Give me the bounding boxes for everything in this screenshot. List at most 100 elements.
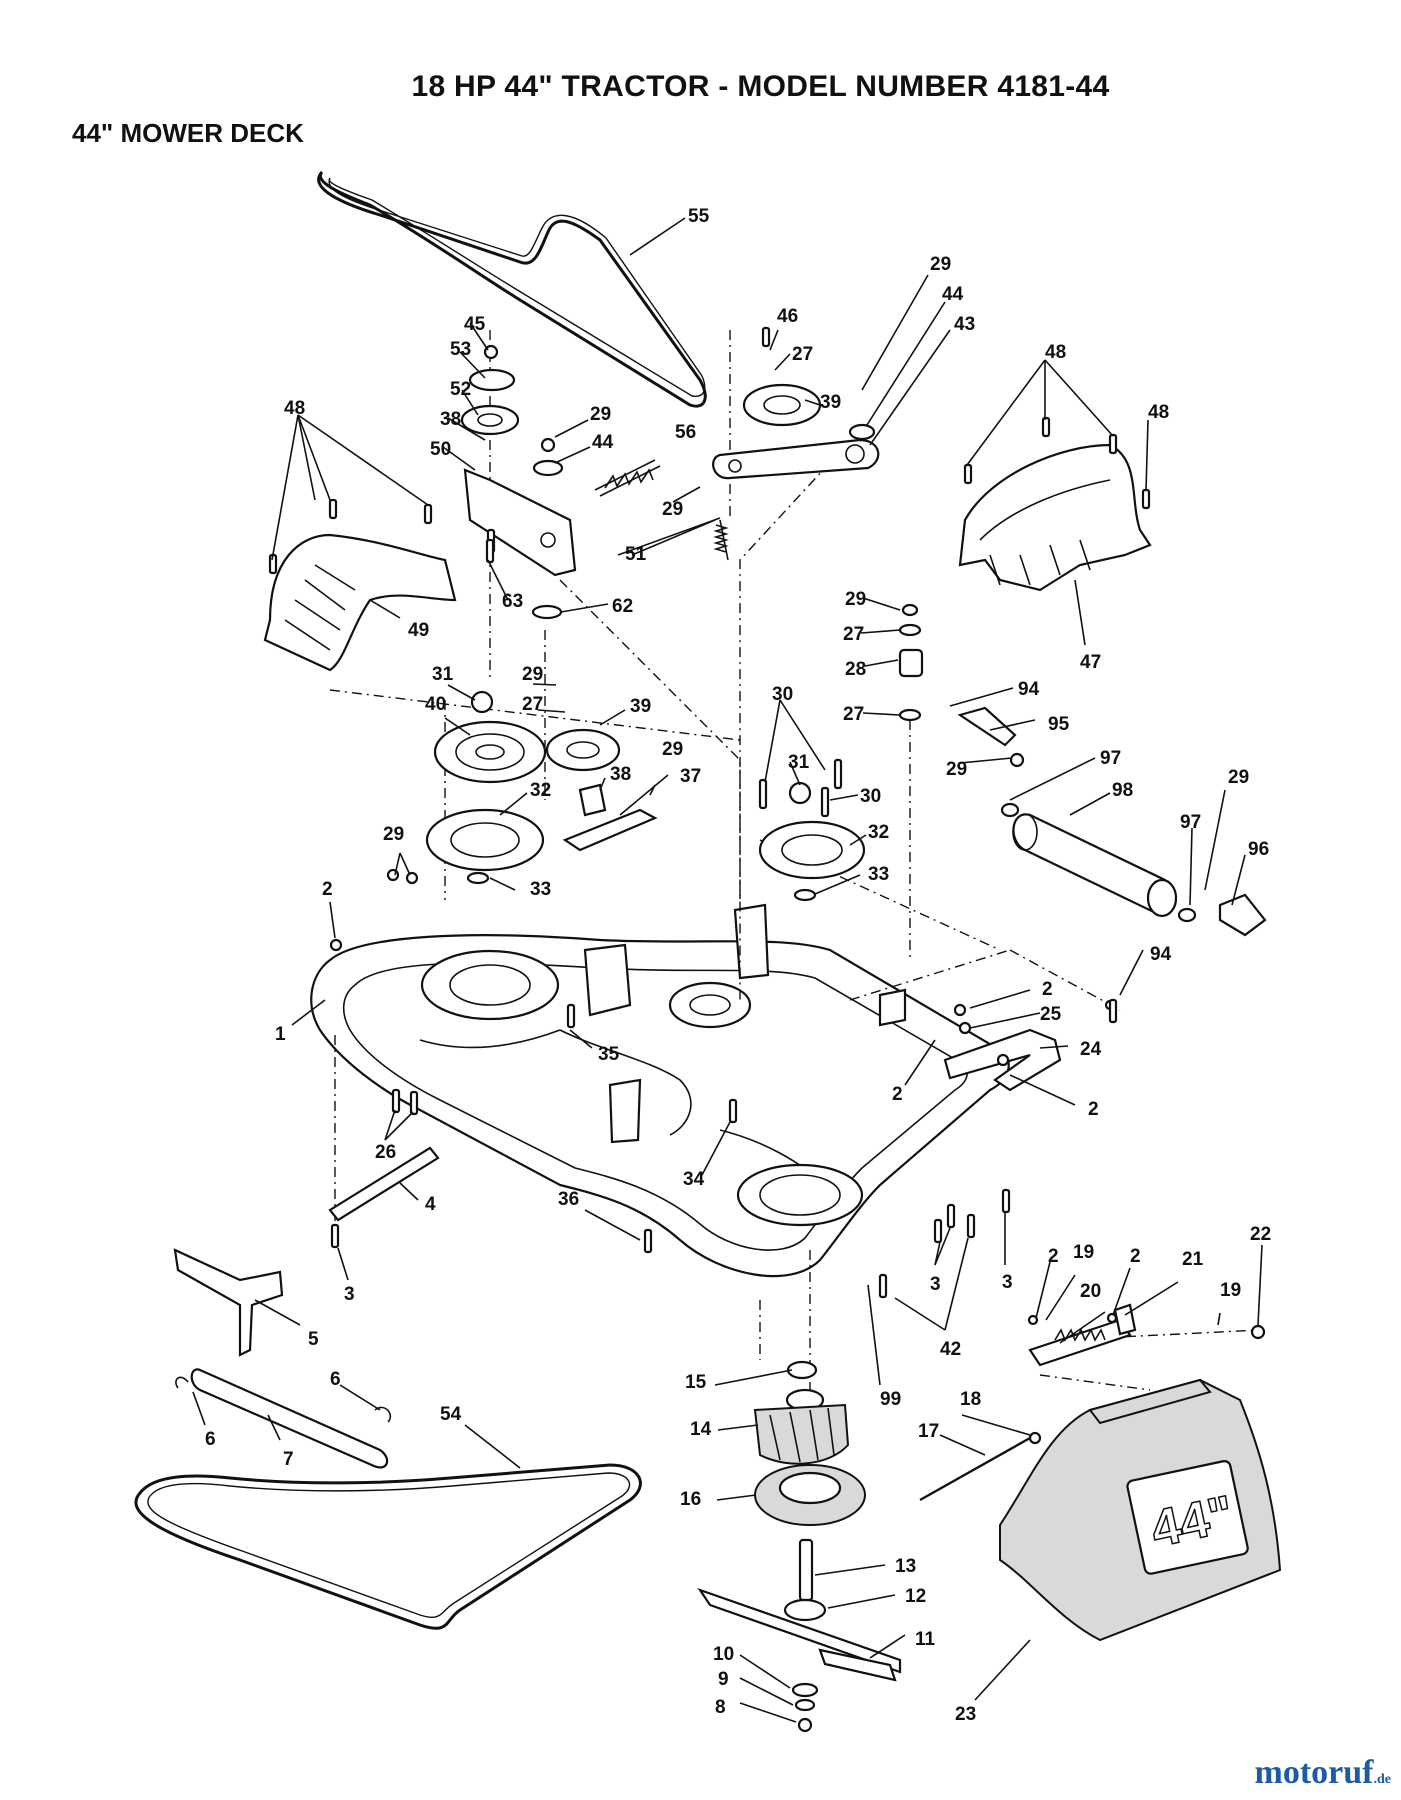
discharge-chute-23: 44"	[999, 1378, 1282, 1642]
callout-c62: 62	[612, 596, 633, 617]
callout-c27c: 27	[843, 704, 864, 725]
callout-c99: 99	[880, 1389, 901, 1410]
watermark-suffix: .de	[1373, 1772, 1392, 1787]
idler-arm-43	[712, 438, 880, 480]
callout-c49: 49	[408, 620, 429, 641]
callout-c3b: 3	[930, 1274, 941, 1295]
callout-c47: 47	[1080, 652, 1101, 673]
hinge-bracket-20	[1028, 1303, 1137, 1367]
bracket-5	[173, 1248, 284, 1357]
callout-c48a: 48	[284, 398, 305, 419]
callout-c38b: 38	[610, 764, 631, 785]
callout-c37: 37	[680, 766, 701, 787]
callout-c31b: 31	[788, 752, 810, 773]
callout-c51: 51	[625, 544, 647, 565]
callout-c50: 50	[430, 439, 451, 460]
callout-c7: 7	[283, 1449, 294, 1470]
callout-c53: 53	[450, 339, 471, 360]
callout-c30b: 30	[860, 786, 881, 807]
callout-c11: 11	[915, 1629, 936, 1650]
callout-c96: 96	[1248, 839, 1269, 860]
callout-c13: 13	[895, 1556, 916, 1577]
section-subtitle: 44" MOWER DECK	[72, 118, 304, 148]
pulley-group	[425, 344, 924, 902]
callout-c44a: 44	[942, 284, 964, 305]
callout-c97b: 97	[1180, 812, 1201, 833]
callout-c39b: 39	[630, 696, 651, 717]
belt-55	[317, 170, 707, 408]
callout-c22: 22	[1250, 1224, 1271, 1245]
leader-lines	[192, 217, 1263, 1723]
callout-c48c: 48	[1148, 402, 1169, 423]
callout-c27a: 27	[792, 344, 813, 365]
callout-c31a: 31	[432, 664, 454, 685]
callout-c42: 42	[940, 1339, 961, 1360]
callout-c2f: 2	[1130, 1246, 1141, 1267]
belt-cover-right-47	[958, 443, 1152, 592]
callout-c34: 34	[683, 1169, 705, 1190]
callout-c44b: 44	[592, 432, 614, 453]
reference-lines	[329, 330, 1261, 1420]
callout-c97a: 97	[1100, 748, 1121, 769]
callout-c45: 45	[464, 314, 486, 335]
idler-bracket-50	[463, 468, 577, 577]
callout-c3c: 3	[1002, 1272, 1013, 1293]
spring-51	[713, 519, 729, 561]
motoruf-watermark: motoruf.de	[1255, 1754, 1391, 1792]
callout-c40: 40	[425, 694, 446, 715]
callout-c25: 25	[1040, 1004, 1062, 1025]
callout-c18: 18	[960, 1389, 981, 1410]
idler-bracket-37	[562, 783, 658, 852]
spindle-assembly	[697, 1360, 902, 1733]
callout-c29f: 29	[1228, 767, 1249, 788]
belt-54	[134, 1463, 642, 1630]
chute-rod-17	[919, 1431, 1042, 1502]
callout-c1: 1	[275, 1024, 286, 1045]
callout-c6b: 6	[330, 1369, 341, 1390]
callout-c27d: 27	[522, 694, 543, 715]
callout-c16: 16	[680, 1489, 701, 1510]
callout-c2b: 2	[1042, 979, 1053, 1000]
callout-c14: 14	[690, 1419, 712, 1440]
spring-56	[594, 459, 661, 497]
callout-c2e: 2	[1048, 1246, 1059, 1267]
callout-c28: 28	[845, 659, 866, 680]
callout-c95: 95	[1048, 714, 1070, 735]
callout-c27b: 27	[843, 624, 864, 645]
callout-c54: 54	[440, 1404, 462, 1425]
callout-c24: 24	[1080, 1039, 1102, 1060]
callout-c29b: 29	[590, 404, 611, 425]
callout-c20: 20	[1080, 1281, 1101, 1302]
callout-c43: 43	[954, 314, 975, 335]
callout-c8: 8	[715, 1697, 726, 1718]
callout-c46: 46	[777, 306, 798, 327]
callout-c32b: 32	[868, 822, 889, 843]
callout-c2d: 2	[1088, 1099, 1099, 1120]
callout-c30a: 30	[772, 684, 793, 705]
callout-c19a: 19	[1073, 1242, 1094, 1263]
callout-c94a: 94	[1018, 679, 1040, 700]
callout-c29c: 29	[662, 499, 683, 520]
callout-c17: 17	[918, 1421, 939, 1442]
callout-c29i: 29	[383, 824, 404, 845]
belt-cover-left-49	[263, 533, 457, 672]
callout-c10: 10	[713, 1644, 734, 1665]
callout-c56: 56	[675, 422, 696, 443]
callout-c19b: 19	[1220, 1280, 1241, 1301]
callout-c38a: 38	[440, 409, 461, 430]
callout-c33b: 33	[868, 864, 889, 885]
callout-c35: 35	[598, 1044, 620, 1065]
callout-c23: 23	[955, 1704, 976, 1725]
callout-c4: 4	[425, 1194, 436, 1215]
callout-c94b: 94	[1150, 944, 1172, 965]
callout-c98: 98	[1112, 780, 1133, 801]
callout-c32a: 32	[530, 780, 551, 801]
callout-c52: 52	[450, 379, 471, 400]
callout-c55: 55	[688, 206, 710, 227]
callout-c15: 15	[685, 1372, 707, 1393]
callout-c2c: 2	[892, 1084, 903, 1105]
callout-c5: 5	[308, 1329, 319, 1350]
lift-link-4	[328, 1146, 440, 1222]
